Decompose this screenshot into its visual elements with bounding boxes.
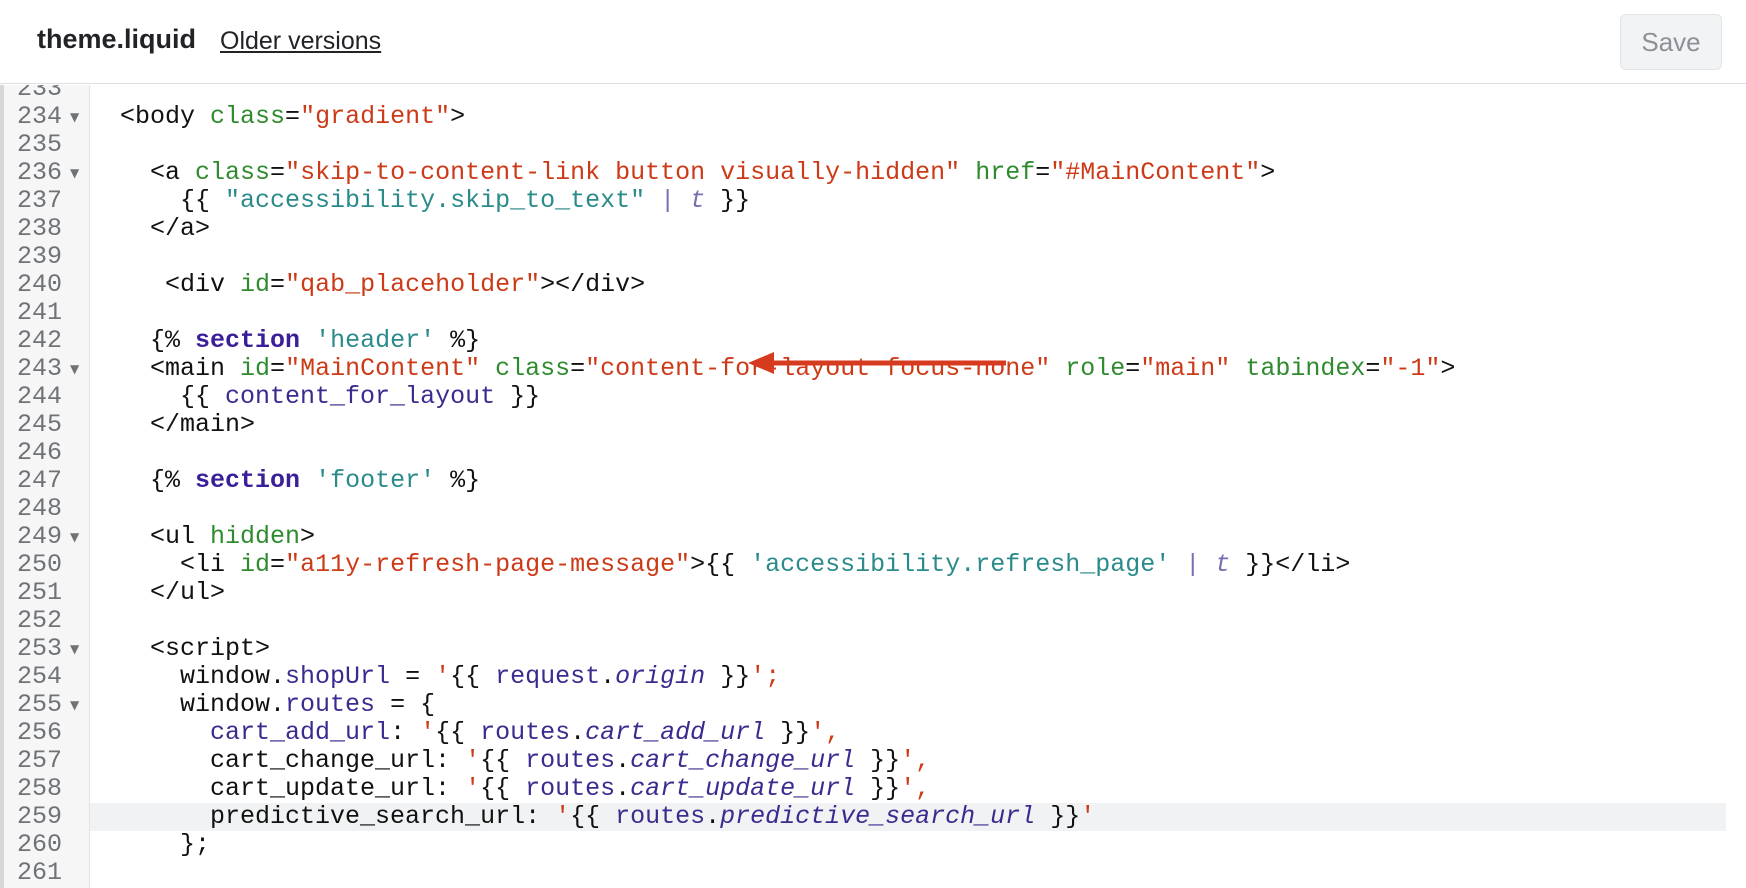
- fold-toggle-icon[interactable]: ▼: [70, 362, 80, 376]
- line-number: 244: [16, 382, 62, 411]
- line-number: 240: [16, 270, 62, 299]
- code-text: </a>: [90, 214, 211, 243]
- line-number: 241: [16, 298, 62, 327]
- code-text: <body class="gradient">: [90, 102, 466, 131]
- code-line[interactable]: 259 predictive_search_url: '{{ routes.pr…: [0, 803, 1746, 831]
- code-line[interactable]: 239: [0, 243, 1746, 271]
- line-number: 236: [16, 158, 62, 187]
- code-line[interactable]: 242 {% section 'header' %}: [0, 327, 1746, 355]
- code-line[interactable]: 248: [0, 495, 1746, 523]
- line-number: 255: [16, 690, 62, 719]
- code-line[interactable]: 249 ▼ <ul hidden>: [0, 523, 1746, 551]
- line-number: 238: [16, 214, 62, 243]
- code-line[interactable]: 244 {{ content_for_layout }}: [0, 383, 1746, 411]
- line-number: 235: [16, 130, 62, 159]
- code-text: cart_change_url: '{{ routes.cart_change_…: [90, 746, 931, 775]
- code-line[interactable]: 260 };: [0, 831, 1746, 859]
- code-text: cart_update_url: '{{ routes.cart_update_…: [90, 774, 931, 803]
- code-line[interactable]: 245 </main>: [0, 411, 1746, 439]
- line-number: 251: [16, 578, 62, 607]
- code-line[interactable]: 261: [0, 859, 1746, 887]
- line-number: 254: [16, 662, 62, 691]
- code-text: <div id="qab_placeholder"></div>: [90, 270, 646, 299]
- code-line[interactable]: 243 ▼ <main id="MainContent" class="conte…: [0, 355, 1746, 383]
- fold-toggle-icon[interactable]: ▼: [70, 530, 80, 544]
- code-text: };: [90, 830, 211, 859]
- code-text: <a class="skip-to-content-link button vi…: [90, 158, 1276, 187]
- code-line[interactable]: 258 cart_update_url: '{{ routes.cart_upd…: [0, 775, 1746, 803]
- code-line[interactable]: 250 <li id="a11y-refresh-page-message">{…: [0, 551, 1746, 579]
- code-text: cart_add_url: '{{ routes.cart_add_url }}…: [210, 718, 841, 747]
- code-text: <li id="a11y-refresh-page-message">{{ 'a…: [90, 550, 1351, 579]
- line-number: 246: [16, 438, 62, 467]
- code-line[interactable]: 252: [0, 607, 1746, 635]
- code-line[interactable]: 246: [0, 439, 1746, 467]
- line-number: 257: [16, 746, 62, 775]
- fold-toggle-icon[interactable]: ▼: [70, 110, 80, 124]
- line-number: 249: [16, 522, 62, 551]
- code-line[interactable]: 235: [0, 131, 1746, 159]
- editor-left-border: [0, 85, 4, 888]
- line-number: 245: [16, 410, 62, 439]
- code-line[interactable]: 240 <div id="qab_placeholder"></div>: [0, 271, 1746, 299]
- line-number: 239: [16, 242, 62, 271]
- code-line[interactable]: 238 </a>: [0, 215, 1746, 243]
- code-line[interactable]: 247 {% section 'footer' %}: [0, 467, 1746, 495]
- fold-toggle-icon[interactable]: ▼: [70, 642, 80, 656]
- code-text: window.shopUrl = '{{ request.origin }}';: [90, 662, 781, 691]
- code-line[interactable]: 233: [0, 85, 1746, 103]
- code-text: {{ content_for_layout }}: [90, 382, 541, 411]
- line-number-gutter: [0, 85, 90, 888]
- line-number: 247: [16, 466, 62, 495]
- line-number: 253: [16, 634, 62, 663]
- code-text: <script>: [90, 634, 271, 663]
- fold-toggle-icon[interactable]: ▼: [70, 166, 80, 180]
- code-line[interactable]: 255 ▼ window.routes = {: [0, 691, 1746, 719]
- older-versions-link[interactable]: Older versions: [220, 27, 382, 55]
- line-number: 260: [16, 830, 62, 859]
- code-text: {% section 'header' %}: [90, 326, 481, 355]
- line-number: 259: [16, 802, 62, 831]
- line-number: 248: [16, 494, 62, 523]
- save-button[interactable]: Save: [1620, 14, 1722, 70]
- code-line[interactable]: 251 </ul>: [0, 579, 1746, 607]
- code-text: <ul hidden>: [90, 522, 316, 551]
- line-number: 233: [16, 85, 62, 103]
- code-line[interactable]: 234 ▼ <body class="gradient">: [0, 103, 1746, 131]
- code-line[interactable]: 236 ▼ <a class="skip-to-content-link butt…: [0, 159, 1746, 187]
- line-number: 243: [16, 354, 62, 383]
- line-number: 256: [16, 718, 62, 747]
- line-number: 242: [16, 326, 62, 355]
- left-arrow-icon: [748, 352, 1006, 374]
- code-line[interactable]: 253 ▼ <script>: [0, 635, 1746, 663]
- code-line[interactable]: 257 cart_change_url: '{{ routes.cart_cha…: [0, 747, 1746, 775]
- code-line[interactable]: 241: [0, 299, 1746, 327]
- code-text: {{ "accessibility.skip_to_text" | t }}: [90, 186, 751, 215]
- code-text: predictive_search_url: '{{ routes.predic…: [90, 803, 1726, 831]
- code-line[interactable]: 254 window.shopUrl = '{{ request.origin …: [0, 663, 1746, 691]
- code-line[interactable]: 237 {{ "accessibility.skip_to_text" | t …: [0, 187, 1746, 215]
- code-text: {% section 'footer' %}: [90, 466, 481, 495]
- file-title: theme.liquid: [37, 24, 197, 54]
- line-number: 250: [16, 550, 62, 579]
- editor-header: theme.liquid Older versions Save: [0, 0, 1746, 84]
- fold-toggle-icon[interactable]: ▼: [70, 698, 80, 712]
- line-number: 261: [16, 858, 62, 887]
- line-number: 237: [16, 186, 62, 215]
- code-text: </ul>: [90, 578, 226, 607]
- code-line[interactable]: 256 cart_add_url: '{{ routes.cart_add_ur…: [0, 719, 1746, 747]
- line-number: 234: [16, 102, 62, 131]
- code-text: window.routes = {: [90, 690, 436, 719]
- line-number: 258: [16, 774, 62, 803]
- code-text: </main>: [90, 410, 256, 439]
- code-text: <main id="MainContent" class="content-fo…: [90, 354, 1456, 383]
- line-number: 252: [16, 606, 62, 635]
